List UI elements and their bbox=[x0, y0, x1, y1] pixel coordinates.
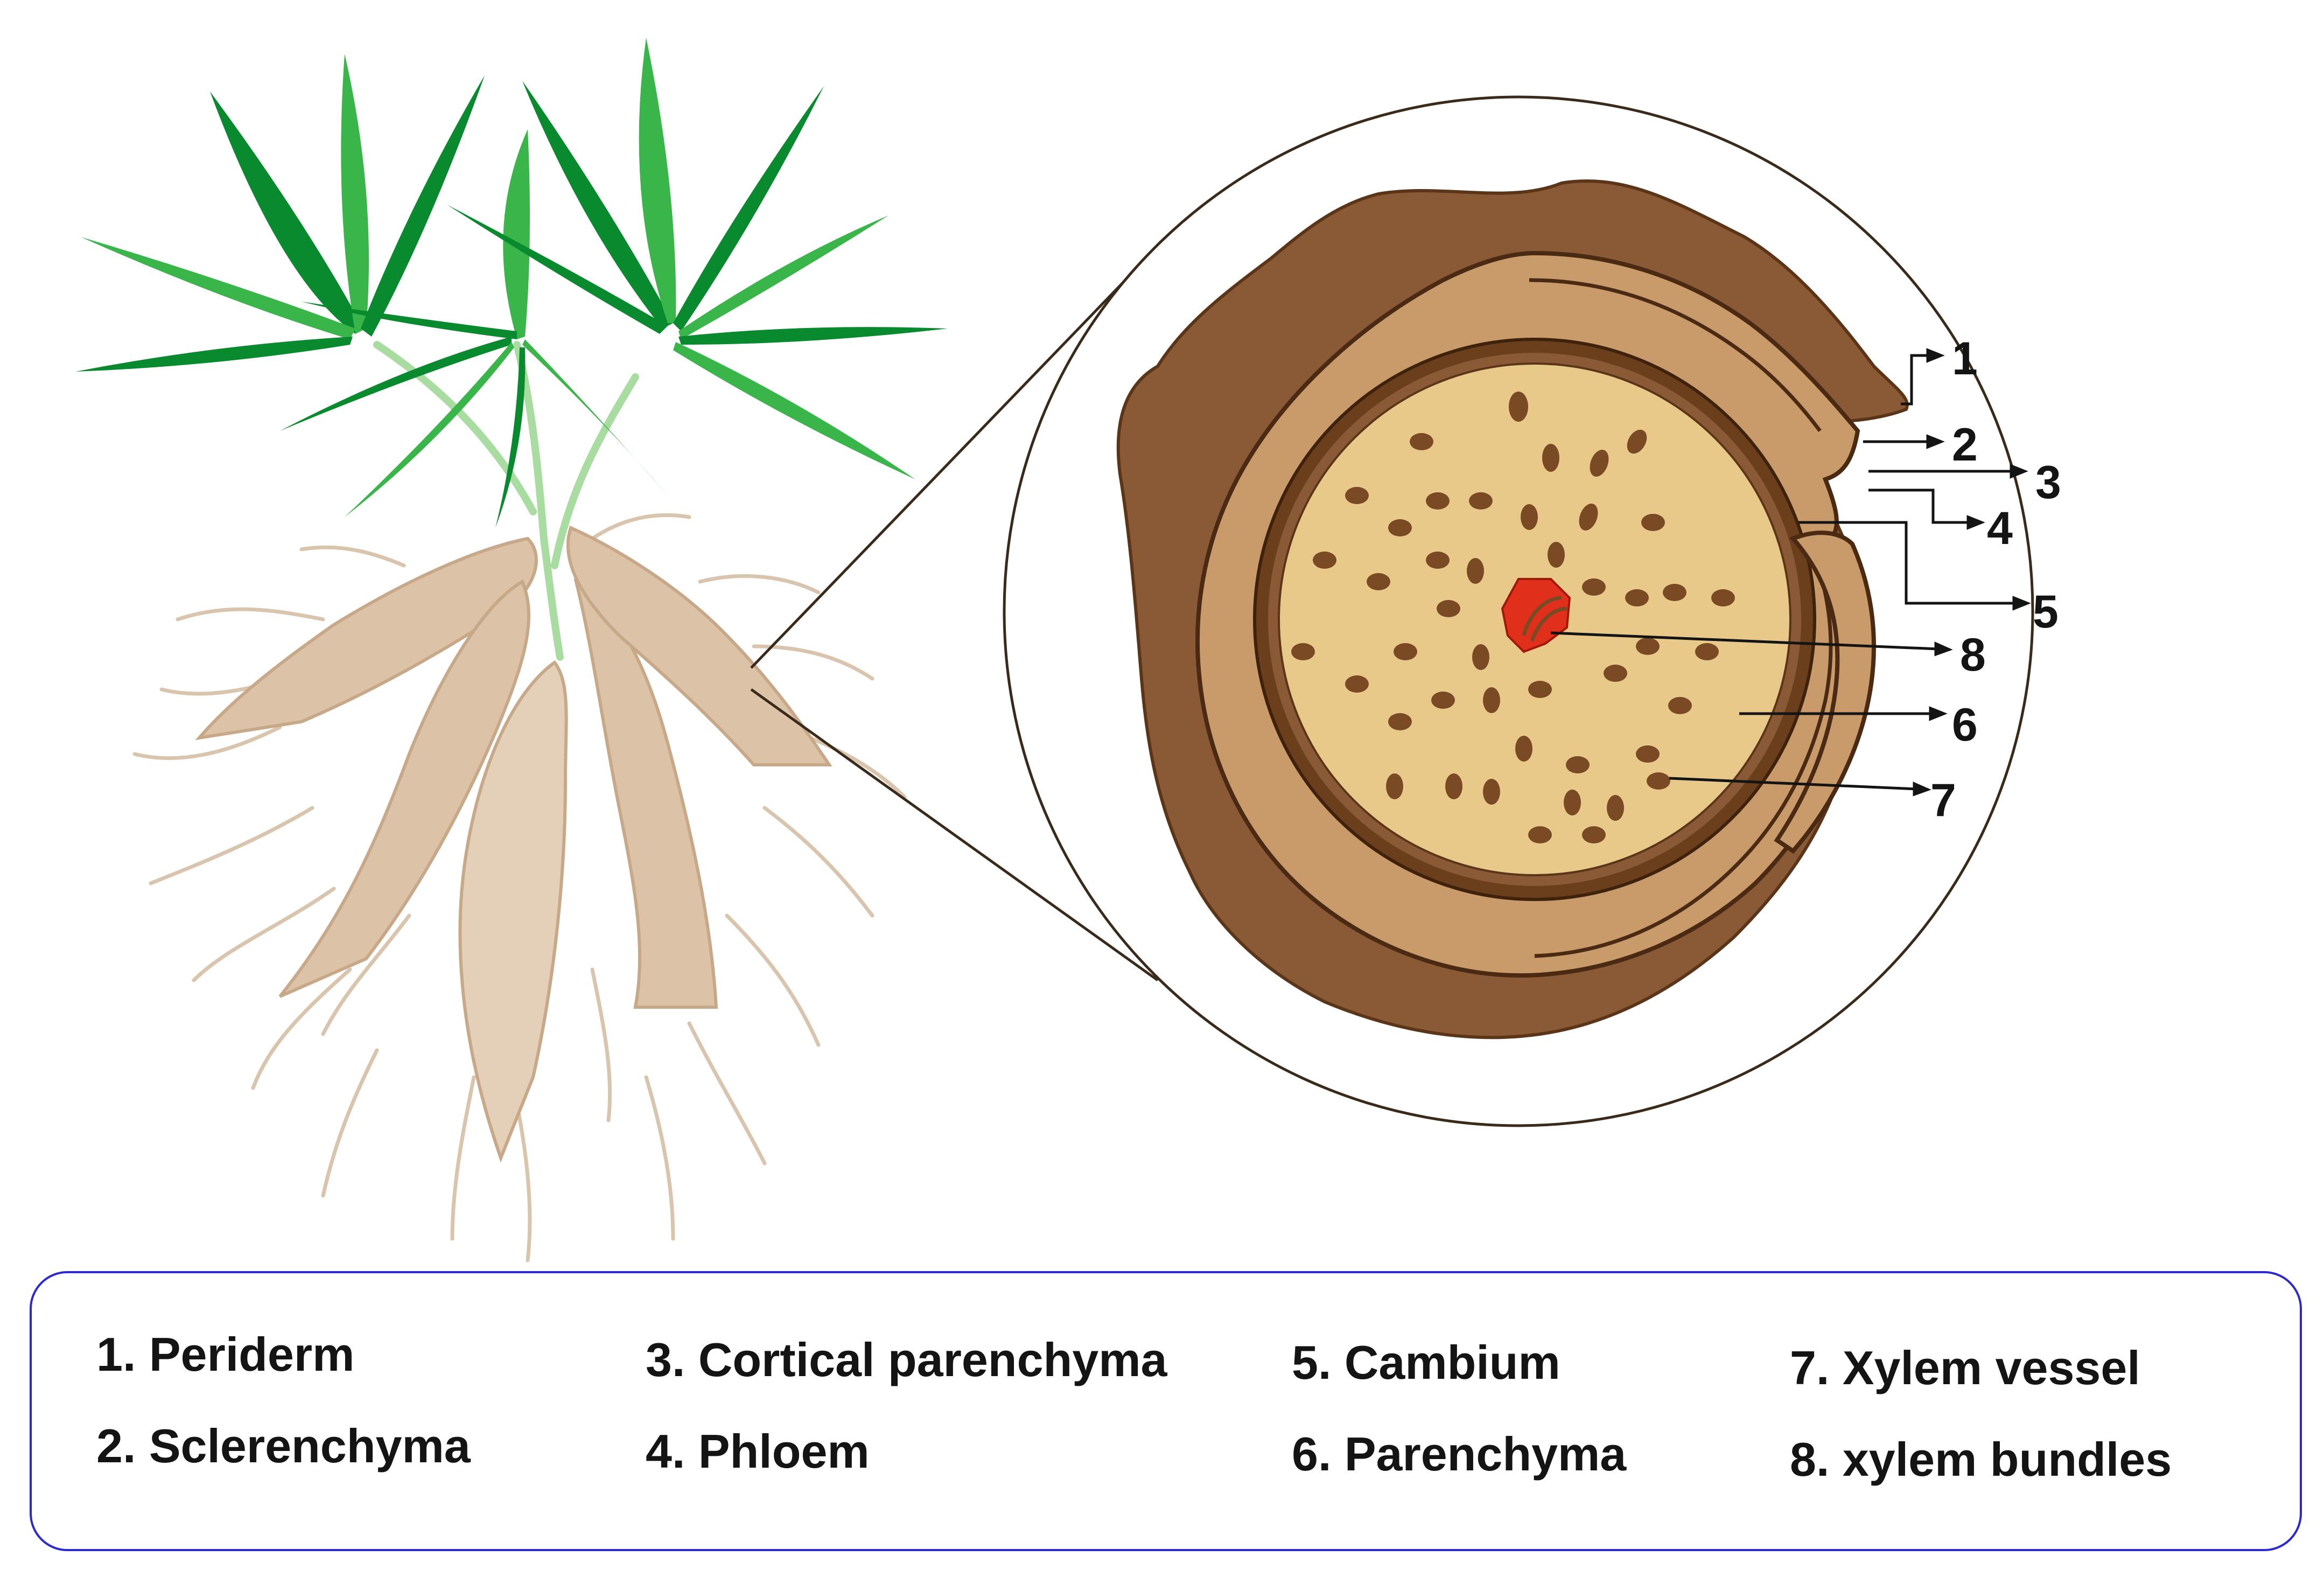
legend-item-cambium: 5. Cambium bbox=[1292, 1336, 1560, 1389]
callout-number-8: 8 bbox=[1960, 629, 1986, 681]
legend-box: 1. Periderm 2. Sclerenchyma 3. Cortical … bbox=[30, 1271, 2302, 1551]
zoom-lines bbox=[750, 279, 1159, 982]
callout-number-3: 3 bbox=[2035, 457, 2061, 508]
tuber-right bbox=[566, 525, 832, 766]
tuber-center bbox=[458, 660, 568, 1163]
legend-item-phloem: 4. Phloem bbox=[646, 1425, 870, 1478]
root-cross-section bbox=[1116, 179, 1909, 1039]
tuber-left bbox=[278, 579, 530, 998]
tubers bbox=[195, 525, 832, 1163]
callout-number-6: 6 bbox=[1952, 699, 1978, 751]
leaf-cluster-left bbox=[75, 54, 485, 372]
root-hairs bbox=[132, 513, 907, 1262]
legend-item-cortical-parenchyma: 3. Cortical parenchyma bbox=[646, 1333, 1167, 1386]
leaf-cluster-middle bbox=[280, 129, 668, 528]
legend-item-sclerenchyma: 2. Sclerenchyma bbox=[96, 1419, 471, 1473]
callout-number-1: 1 bbox=[1952, 333, 1978, 385]
legend-item-xylem-vessel: 7. Xylem vessel bbox=[1790, 1341, 2140, 1394]
callout-lines bbox=[1550, 348, 2031, 797]
xylem-vessels bbox=[1291, 392, 1735, 843]
callout-number-4: 4 bbox=[1987, 503, 2013, 554]
callout-number-7: 7 bbox=[1930, 774, 1956, 826]
legend-item-periderm: 1. Periderm bbox=[96, 1328, 355, 1381]
legend-item-parenchyma: 6. Parenchyma bbox=[1292, 1427, 1627, 1481]
callout-numbers: 1 2 3 4 5 8 6 7 bbox=[1930, 333, 2061, 826]
callout-number-5: 5 bbox=[2033, 586, 2059, 638]
leaves bbox=[75, 38, 948, 528]
callout-number-2: 2 bbox=[1952, 419, 1978, 471]
tuber-center-right bbox=[573, 578, 718, 1009]
legend-item-xylem-bundles: 8. xylem bundles bbox=[1790, 1433, 2172, 1486]
leaf-cluster-right bbox=[447, 38, 948, 479]
